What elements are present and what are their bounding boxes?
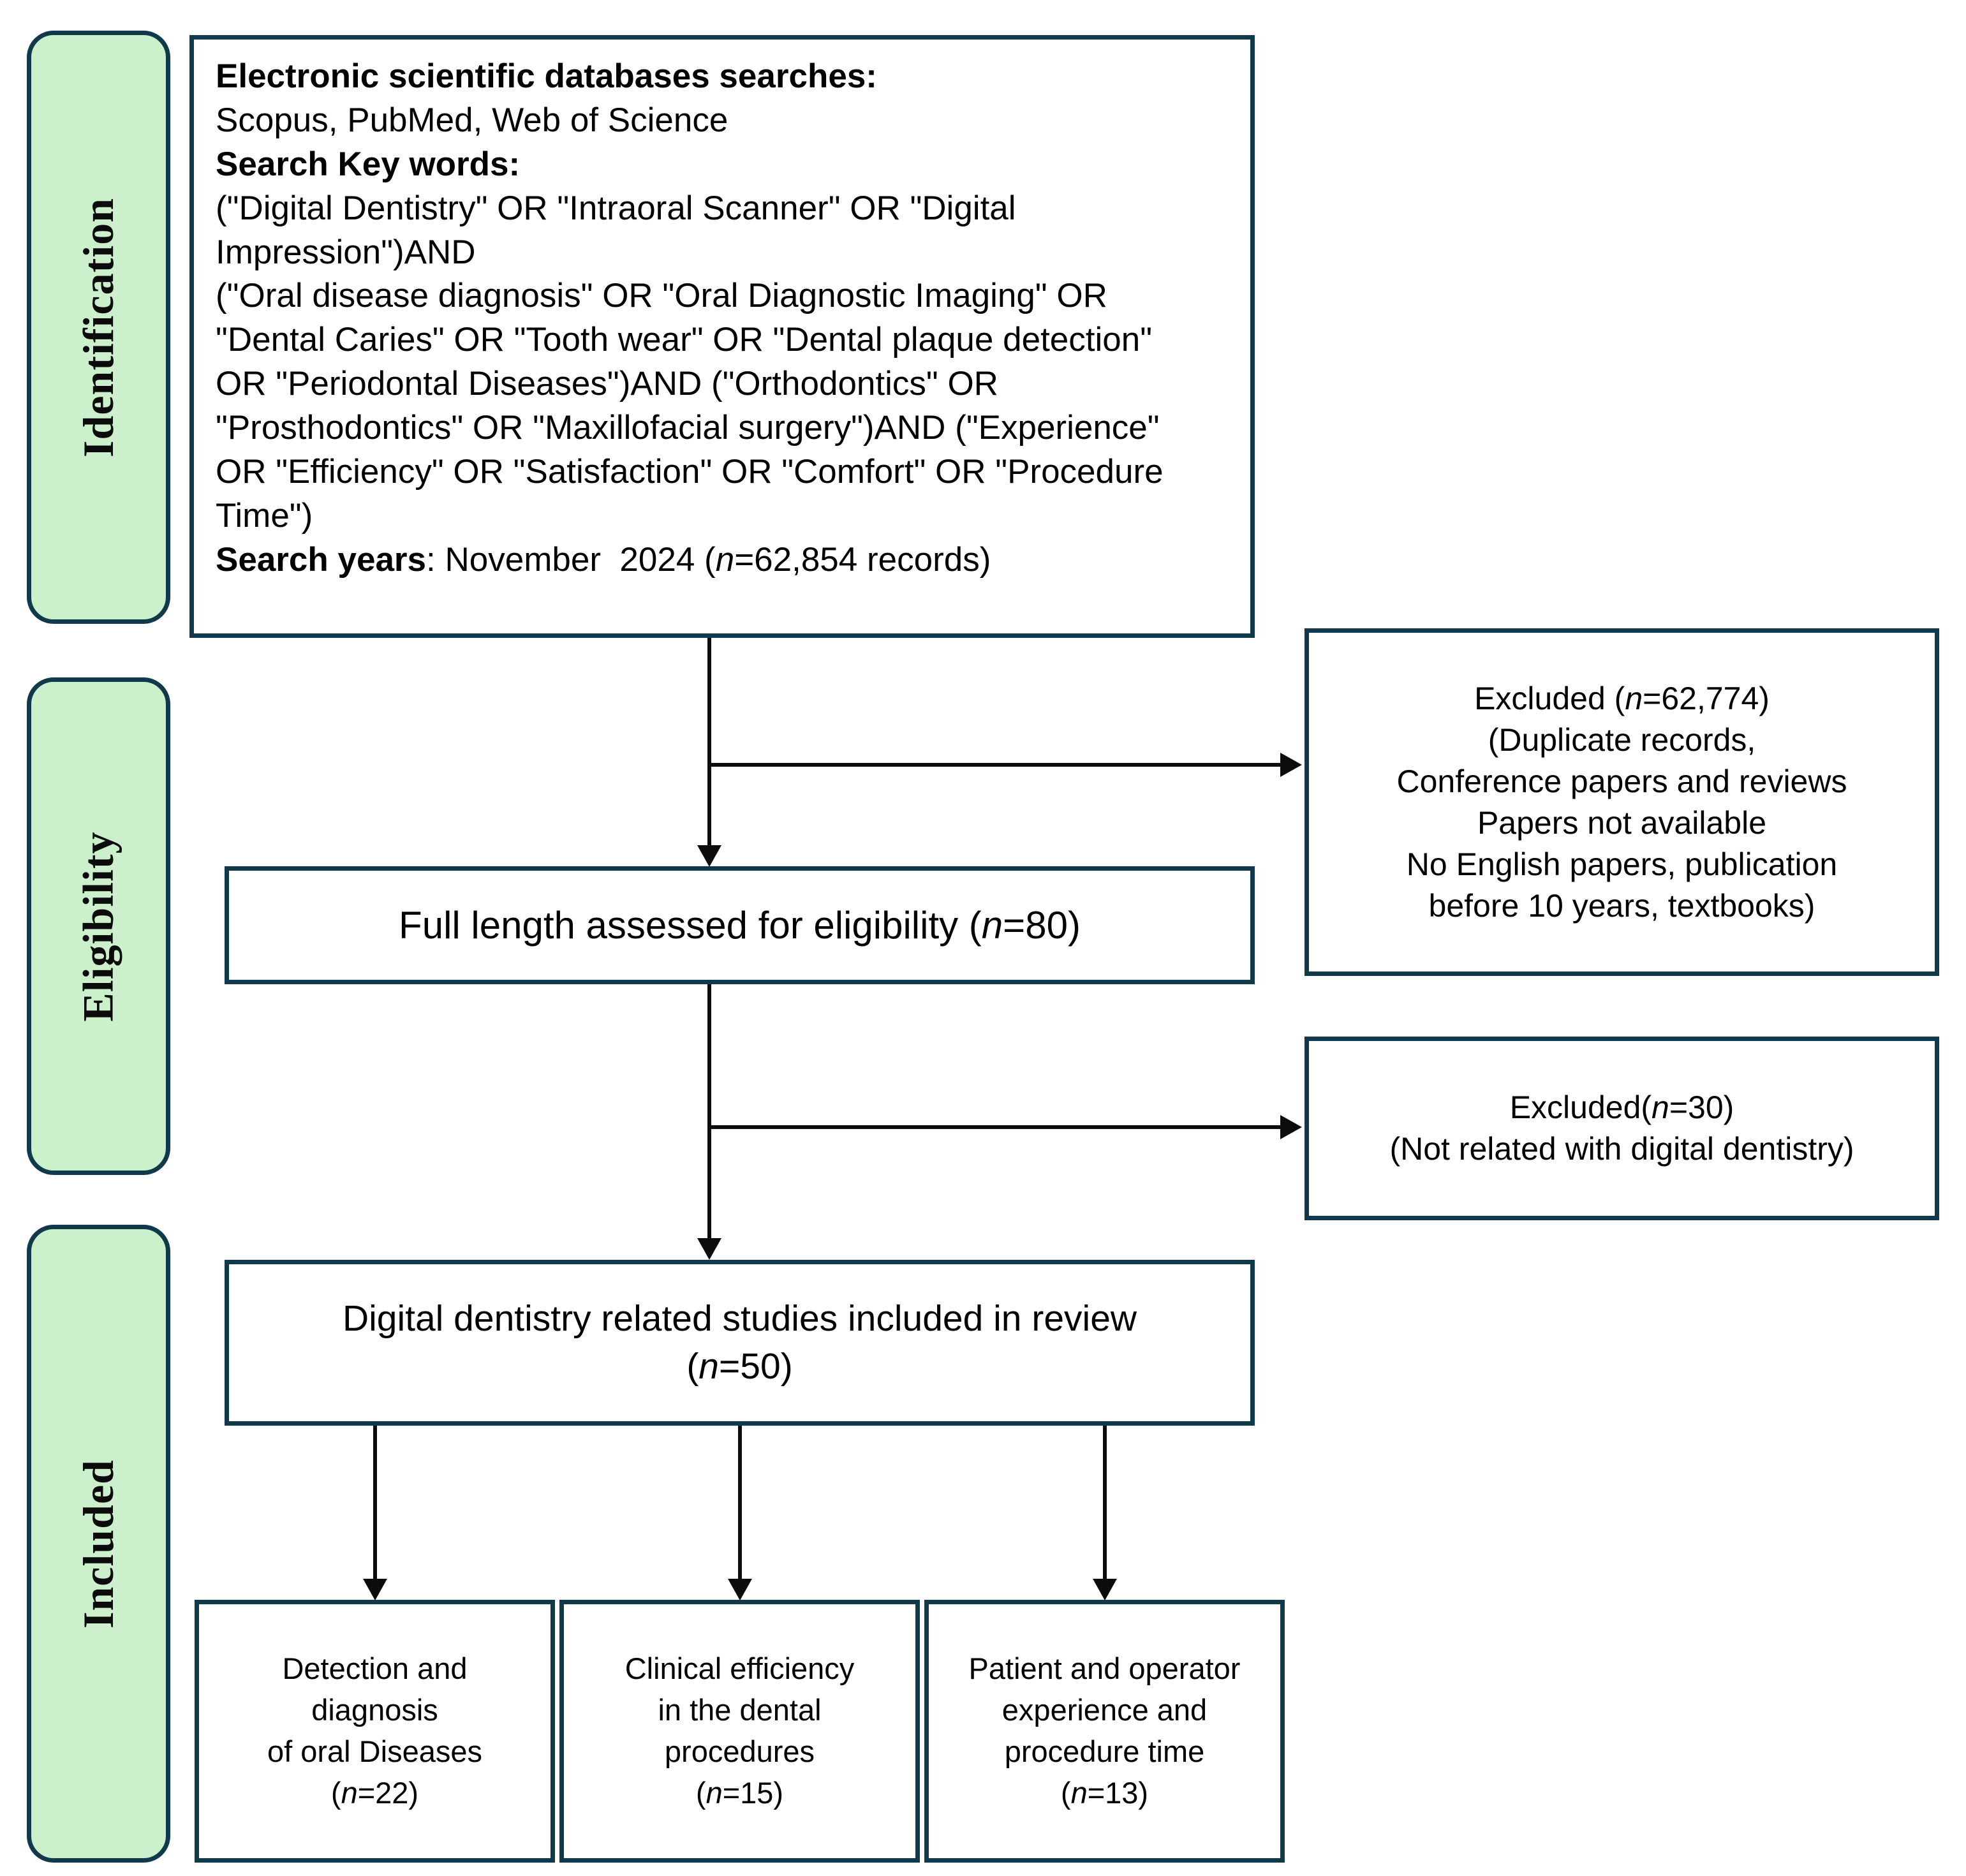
search-query-line-6: "Prosthodontics" OR "Maxillofacial surge… (216, 409, 1160, 447)
arrowhead-included-to-leaf-2 (728, 1579, 752, 1600)
excluded-box-2: Excluded(n=30) (Not related with digital… (1305, 1037, 1939, 1220)
leaf-3-count-suffix: =13) (1087, 1775, 1149, 1810)
search-databases-list: Scopus, PubMed, Web of Science (216, 101, 728, 139)
arrowhead-to-excluded-2 (1280, 1115, 1302, 1139)
leaf-2-count: (n=15) (696, 1773, 783, 1814)
excluded-1-line-2: (Duplicate records, (1488, 721, 1756, 758)
leaf-1-count-n-italic: n (341, 1775, 358, 1810)
connector-to-excluded-2 (707, 1125, 1280, 1129)
excluded-box-1: Excluded (n=62,774) (Duplicate records, … (1305, 628, 1939, 976)
excluded-2-n-italic: n (1652, 1089, 1669, 1125)
leaf-1-count: (n=22) (331, 1773, 418, 1814)
leaf-2-count-n-italic: n (706, 1775, 723, 1810)
search-query-line-7: OR "Efficiency" OR "Satisfaction" OR "Co… (216, 453, 1164, 491)
search-query-line-2: Impression")AND (216, 233, 476, 271)
leaf-1-line-3: of oral Diseases (267, 1734, 482, 1768)
included-line-1: Digital dentistry related studies includ… (342, 1297, 1137, 1339)
excluded-2-line-1: Excluded(n=30) (1510, 1087, 1734, 1128)
search-years-n-italic: n (715, 540, 735, 579)
connector-search-to-eligibility (707, 638, 711, 845)
eligibility-prefix: Full length assessed for eligibility ( (399, 903, 982, 947)
search-years-n-rest: =62,854 records) (734, 540, 991, 579)
excluded-1-prefix: Excluded ( (1474, 680, 1625, 716)
excluded-1-line-5: No English papers, publication (1406, 846, 1838, 882)
search-query-line-8: Time") (216, 496, 313, 535)
stage-label-eligibility: Eligibility (74, 831, 122, 1022)
excluded-1-line-6: before 10 years, textbooks) (1428, 887, 1815, 924)
leaf-1-count-prefix: ( (330, 1775, 341, 1810)
leaf-3-count-n-italic: n (1070, 1775, 1088, 1810)
excluded-2-suffix: =30) (1669, 1089, 1734, 1125)
included-studies-box: Digital dentistry related studies includ… (225, 1260, 1255, 1426)
leaf-3-count-prefix: ( (1060, 1775, 1071, 1810)
stage-tab-eligibility: Eligibility (27, 677, 170, 1175)
included-count-n-italic: n (698, 1346, 719, 1387)
leaf-2-count-suffix: =15) (722, 1775, 784, 1810)
leaf-box-detection-diagnosis: Detection and diagnosis of oral Diseases… (195, 1600, 555, 1863)
leaf-box-patient-operator-experience: Patient and operator experience and proc… (924, 1600, 1285, 1863)
stage-tab-identification: Identification (27, 31, 170, 624)
stage-label-identification: Identification (74, 197, 122, 457)
leaf-2-line-1: Clinical efficiency (625, 1651, 855, 1686)
leaf-2-line-2: in the dental (658, 1693, 822, 1727)
leaf-1-line-1: Detection and (282, 1651, 468, 1686)
eligibility-suffix: =80) (1003, 903, 1081, 947)
excluded-1-suffix: =62,774) (1643, 680, 1770, 716)
leaf-2-count-prefix: ( (695, 1775, 706, 1810)
connector-included-to-leaf-3 (1103, 1426, 1107, 1579)
leaf-1-count-suffix: =22) (357, 1775, 419, 1810)
search-query-line-1: ("Digital Dentistry" OR "Intraoral Scann… (216, 189, 1016, 227)
eligibility-text: Full length assessed for eligibility (n=… (399, 900, 1081, 950)
arrowhead-included-to-leaf-3 (1093, 1579, 1117, 1600)
search-years-line: Search years: November 2024 (n=62,854 re… (216, 538, 1229, 582)
included-line-2: (n=50) (686, 1343, 792, 1391)
excluded-2-line-2: (Not related with digital dentistry) (1389, 1131, 1854, 1167)
leaf-3-line-3: procedure time (1004, 1734, 1205, 1768)
stage-tab-included: Included (27, 1225, 170, 1863)
arrowhead-to-excluded-1 (1280, 753, 1302, 777)
eligibility-assessed-box: Full length assessed for eligibility (n=… (225, 866, 1255, 984)
search-databases-heading: Electronic scientific databases searches… (216, 57, 877, 95)
excluded-2-prefix: Excluded( (1509, 1089, 1652, 1125)
search-years-label: Search years (216, 540, 427, 579)
excluded-1-n-italic: n (1625, 680, 1643, 716)
connector-included-to-leaf-2 (738, 1426, 742, 1579)
included-count-suffix: =50) (719, 1346, 793, 1387)
connector-eligibility-to-included (707, 984, 711, 1238)
connector-included-to-leaf-1 (373, 1426, 377, 1579)
leaf-3-count: (n=13) (1061, 1773, 1148, 1814)
arrowhead-included-to-leaf-1 (363, 1579, 387, 1600)
search-years-value: : November 2024 ( (426, 540, 716, 579)
search-strategy-box: Electronic scientific databases searches… (189, 35, 1255, 638)
leaf-box-clinical-efficiency: Clinical efficiency in the dental proced… (559, 1600, 920, 1863)
excluded-1-line-4: Papers not available (1477, 804, 1767, 841)
connector-to-excluded-1 (707, 763, 1280, 767)
leaf-3-line-1: Patient and operator (968, 1651, 1241, 1686)
included-count-prefix: ( (686, 1346, 699, 1387)
eligibility-n-italic: n (981, 903, 1003, 947)
leaf-3-line-2: experience and (1001, 1693, 1208, 1727)
excluded-1-line-1: Excluded (n=62,774) (1474, 678, 1770, 720)
leaf-2-line-3: procedures (664, 1734, 815, 1768)
search-keywords-heading: Search Key words: (216, 145, 521, 183)
stage-label-included: Included (74, 1459, 122, 1629)
search-query-line-5: OR "Periodontal Diseases")AND ("Orthodon… (216, 365, 998, 403)
search-query-line-4: "Dental Caries" OR "Tooth wear" OR "Dent… (216, 321, 1153, 359)
excluded-1-line-3: Conference papers and reviews (1396, 763, 1847, 799)
arrowhead-eligibility-to-included (697, 1238, 721, 1260)
leaf-1-line-2: diagnosis (311, 1693, 438, 1727)
search-query-line-3: ("Oral disease diagnosis" OR "Oral Diagn… (216, 277, 1107, 315)
arrowhead-search-to-eligibility (697, 845, 721, 867)
